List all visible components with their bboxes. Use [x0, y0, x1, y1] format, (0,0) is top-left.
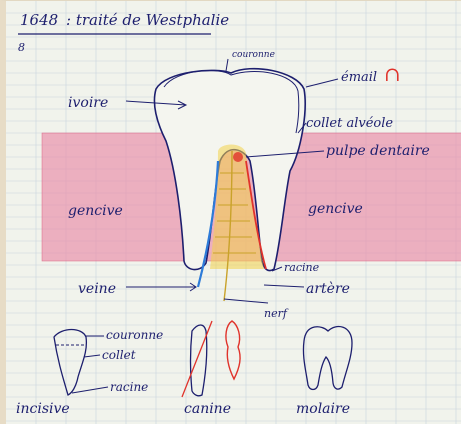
label-artere: artère	[306, 281, 350, 297]
small-label-collet: collet	[102, 348, 136, 362]
label-ivoire: ivoire	[68, 95, 108, 111]
email-red-mark: ∩	[384, 62, 401, 86]
label-pulpe: pulpe dentaire	[326, 143, 430, 159]
label-email: émail	[341, 70, 377, 85]
canine-strike	[182, 321, 212, 397]
label-veine: veine	[78, 281, 116, 297]
pulp-dot	[233, 152, 243, 162]
header-date: 1648	[20, 11, 58, 29]
label-couronne-top: couronne	[232, 50, 275, 60]
label-racine-main: racine	[284, 261, 320, 274]
small-label-molaire: molaire	[296, 401, 350, 417]
small-label-couronne: couronne	[106, 328, 163, 342]
header-title: : traité de Westphalie	[66, 11, 229, 29]
label-collet-alveole: collet alvéole	[306, 116, 393, 131]
small-label-racine: racine	[110, 380, 148, 394]
label-gencive-right: gencive	[308, 201, 363, 217]
label-gencive-left: gencive	[68, 203, 123, 219]
header-note: 8	[18, 41, 25, 54]
tooth-diagram: 1648 : traité de Westphalie 8 couronne é…	[6, 1, 461, 424]
label-nerf: nerf	[264, 307, 289, 320]
small-label-incisive: incisive	[16, 401, 70, 417]
molar-drawing	[303, 327, 352, 390]
canine-drawing-red	[226, 321, 240, 379]
small-label-canine: canine	[184, 401, 231, 417]
